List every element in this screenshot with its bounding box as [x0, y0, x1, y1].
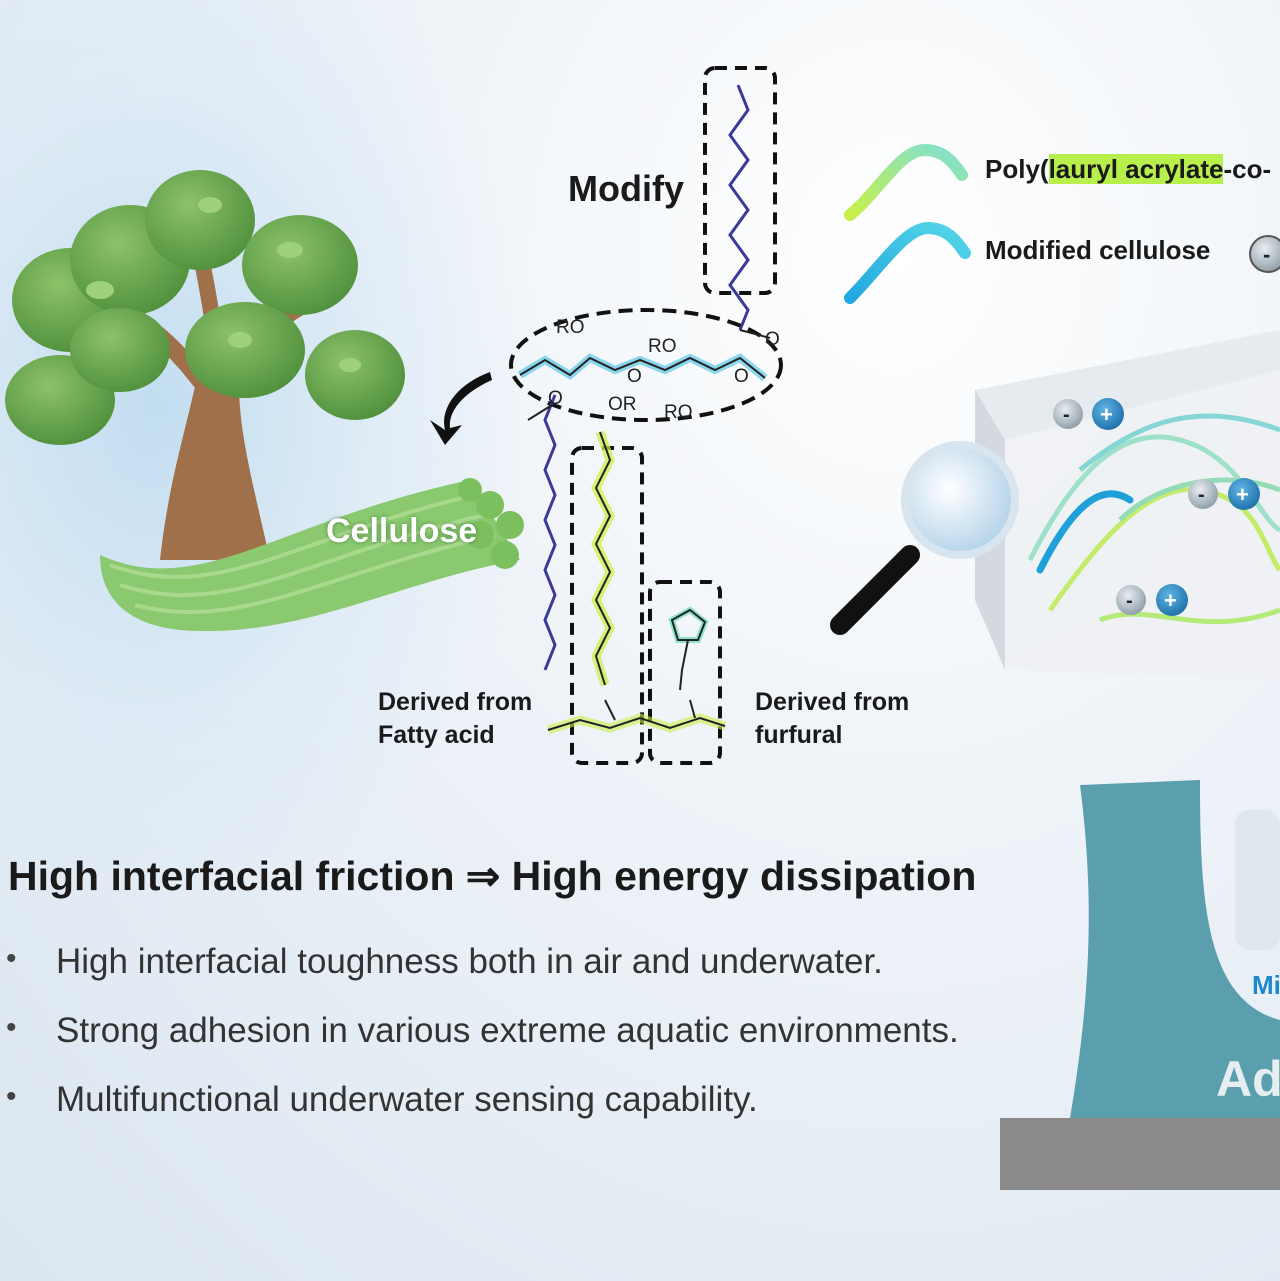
- curved-arrow-icon: [430, 372, 492, 445]
- legend-cellulose-strand-icon: [844, 221, 971, 304]
- charge-pair: - +: [1053, 398, 1124, 430]
- cellulose-label: Cellulose: [326, 512, 478, 550]
- legend-poly-label: Poly(lauryl acrylate-co-: [985, 154, 1271, 185]
- legend-poly-prefix: Poly(: [985, 154, 1049, 184]
- adhesive-joint-illustration: [1000, 780, 1280, 1190]
- svg-text:-: -: [1063, 404, 1070, 426]
- bullet-list: High interfacial toughness both in air a…: [0, 942, 959, 1149]
- svg-text:-: -: [1263, 242, 1270, 267]
- furfural-label: Derived from furfural: [755, 686, 909, 752]
- o-ring-label-1: O: [734, 366, 749, 387]
- furfural-label-line2: furfural: [755, 721, 843, 749]
- ro-label-1: RO: [556, 317, 585, 338]
- svg-text:+: +: [1100, 402, 1113, 427]
- legend-poly-strand-icon: [844, 143, 968, 221]
- fatty-acid-label-line2: Fatty acid: [378, 721, 495, 749]
- ro-label-2: RO: [648, 336, 677, 357]
- legend-cellulose-label: Modified cellulose: [985, 235, 1211, 265]
- modify-label: Modify: [568, 168, 684, 209]
- legend-poly-highlight: lauryl acrylate: [1048, 154, 1224, 184]
- ro-label-3: RO: [664, 402, 693, 423]
- o-carbonyl-label: O: [765, 329, 780, 350]
- corner-label-ad: Ad: [1216, 1051, 1280, 1107]
- furfural-label-line1: Derived from: [755, 688, 910, 716]
- svg-text:+: +: [1236, 482, 1249, 507]
- fatty-acid-label-line1: Derived from: [378, 688, 533, 716]
- fatty-acid-label: Derived from Fatty acid: [378, 686, 532, 752]
- chemical-structure: [509, 66, 783, 765]
- cellulose-fiber-bundle: [100, 478, 524, 632]
- list-item: Multifunctional underwater sensing capab…: [0, 1080, 959, 1149]
- list-item: High interfacial toughness both in air a…: [0, 942, 959, 1011]
- tree-illustration: [5, 170, 405, 560]
- list-item: Strong adhesion in various extreme aquat…: [0, 1011, 959, 1080]
- corner-label-mi: Mi: [1252, 970, 1280, 1000]
- charge-pair: - +: [1188, 478, 1260, 510]
- svg-text:-: -: [1126, 590, 1133, 612]
- background-glow: [0, 0, 520, 900]
- legend-minus-badge: -: [1249, 235, 1280, 273]
- o-bridge-label: O: [627, 366, 642, 387]
- svg-text:-: -: [1198, 484, 1205, 506]
- legend-poly-suffix: -co-: [1223, 154, 1272, 184]
- or-label: OR: [608, 394, 637, 415]
- svg-text:+: +: [1164, 588, 1177, 613]
- o-ring-label-2: O: [548, 388, 563, 409]
- headline: High interfacial friction ⇒ High energy …: [8, 853, 977, 899]
- charge-pair: - +: [1116, 584, 1188, 616]
- magnifier-icon: [830, 441, 1019, 635]
